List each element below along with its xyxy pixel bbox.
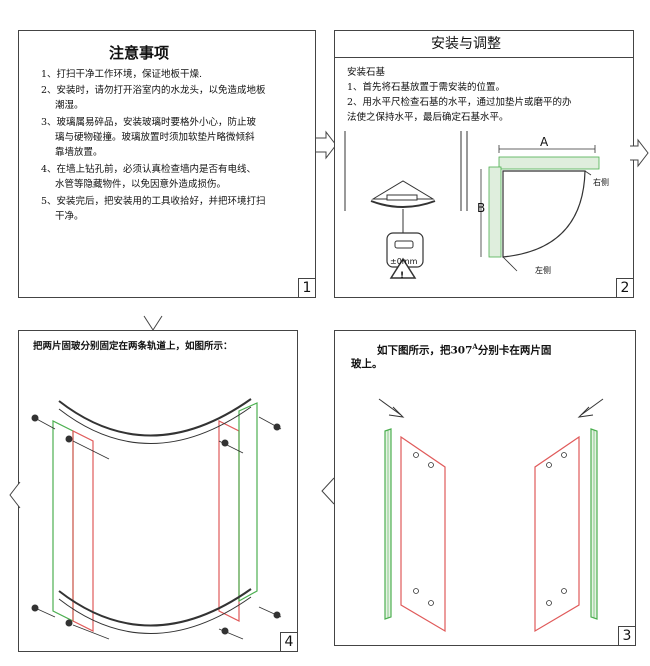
fixed-glass-rails-diagram xyxy=(31,398,282,640)
clip-text-a: 如下图所示，把307 xyxy=(377,344,473,357)
notes-title: 注意事项 xyxy=(109,44,170,62)
base-top-view-diagram xyxy=(480,145,600,272)
clip-text-sup: A xyxy=(472,342,478,351)
dimension-a-label: A xyxy=(540,135,549,149)
shower-base-illustration xyxy=(344,131,468,279)
install-title: 安装与调整 xyxy=(431,36,501,52)
left-side-label: 左侧 xyxy=(535,266,551,275)
clip-text-b: 分别卡在两片固 xyxy=(477,344,552,357)
install-item-1: 1、首先将石基放置于需安装的位置。 xyxy=(347,82,506,93)
clip-glass-diagram xyxy=(378,398,604,633)
warning-icon: ! xyxy=(400,271,405,281)
notes-item-5b: 干净。 xyxy=(55,211,84,222)
panel-clip-glass: 如下图所示，把307A分别卡在两片固 玻上。 3 xyxy=(334,330,636,646)
install-subtitle: 安装石基 xyxy=(347,67,386,78)
notes-item-3c: 靠墙放置。 xyxy=(55,147,103,158)
notes-item-1: 1、打扫干净工作环境，保证地板干燥. xyxy=(41,69,203,80)
notes-item-3: 3、玻璃属易碎品，安装玻璃时要格外小心，防止玻 xyxy=(41,117,257,128)
arrow-left-icon xyxy=(9,481,21,509)
fixed-glass-instruction: 把两片固玻分别固定在两条轨道上，如图所示： xyxy=(33,341,233,352)
notes-item-4b: 水管等隐藏物件，以免因意外造成损伤。 xyxy=(55,179,227,190)
right-side-label: 右侧 xyxy=(593,178,609,187)
install-item-2: 2、用水平尺检查石基的水平，通过加垫片或磨平的办 xyxy=(347,97,572,108)
notes-item-5: 5、安装完后，把安装用的工具收拾好，并把环境打扫 xyxy=(41,196,266,207)
panel-fixed-glass: 把两片固玻分别固定在两条轨道上，如图所示： 4 xyxy=(18,330,298,652)
notes-item-2: 2、安装时，请勿打开浴室内的水龙头，以免造成地板 xyxy=(41,85,266,96)
panel-notes: 注意事项 1、打扫干净工作环境，保证地板干燥. 2、安装时，请勿打开浴室内的水龙… xyxy=(18,30,316,298)
panel-number-2: 2 xyxy=(616,278,633,297)
dimension-b-label: B xyxy=(477,201,486,215)
panel-number-4: 4 xyxy=(280,632,297,651)
clip-instruction-line1: 如下图所示，把307A分别卡在两片固 xyxy=(377,339,551,359)
arrow-right-icon-2 xyxy=(630,138,649,168)
panel-number-3: 3 xyxy=(618,626,635,645)
arrow-left-icon-2 xyxy=(321,477,335,505)
level-label: ±0mm xyxy=(390,257,418,266)
notes-item-4: 4、在墙上钻孔前，必须认真检查墙内是否有电线、 xyxy=(41,164,257,175)
install-title-bar xyxy=(335,31,633,58)
panel-install: 安装与调整 安装石基 1、首先将石基放置于需安装的位置。 2、用水平尺检查石基的… xyxy=(334,30,634,298)
notes-item-2b: 潮湿。 xyxy=(55,100,84,111)
panel-number-1: 1 xyxy=(298,278,315,297)
clip-instruction-line2: 玻上。 xyxy=(351,358,383,370)
install-item-2b: 法使之保持水平，最后确定石基水平。 xyxy=(347,112,509,123)
notes-item-3b: 璃与硬物碰撞。玻璃放置时须加软垫片略微倾斜 xyxy=(55,132,255,143)
